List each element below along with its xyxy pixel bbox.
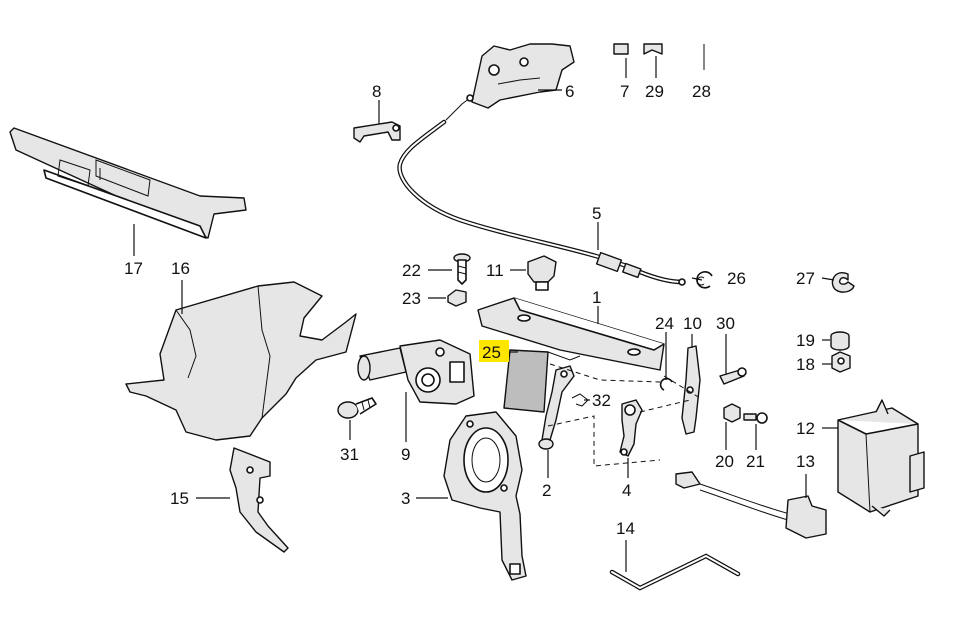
part-11-knob xyxy=(527,255,557,291)
label-23: 23 xyxy=(402,289,421,308)
part-20-nut xyxy=(723,403,741,423)
part-1-main-bracket xyxy=(477,297,665,371)
part-6-upper-mechanism xyxy=(471,43,575,109)
part-7-clip xyxy=(613,43,629,55)
label-22: 22 xyxy=(402,261,421,280)
label-5: 5 xyxy=(592,204,601,223)
label-6: 6 xyxy=(565,82,574,101)
label-32: 32 xyxy=(592,391,611,410)
part-13-harness xyxy=(675,471,827,539)
label-20: 20 xyxy=(715,452,734,471)
label-18: 18 xyxy=(796,355,815,374)
label-17: 17 xyxy=(124,259,143,278)
part-9-motor xyxy=(357,339,475,405)
part-31-screw xyxy=(337,397,377,419)
part-23-nut xyxy=(447,289,467,307)
part-14-crank xyxy=(609,553,741,591)
part-22-screw xyxy=(453,253,471,285)
label-19: 19 xyxy=(796,331,815,350)
part-10-arm xyxy=(681,345,701,435)
part-2-lever-shaft xyxy=(538,365,575,450)
part-19-bushing xyxy=(830,331,850,351)
label-10: 10 xyxy=(683,314,702,333)
part-24-ring xyxy=(659,377,673,391)
leader-lines xyxy=(133,56,838,572)
label-27: 27 xyxy=(796,269,815,288)
assembly-guide-lines xyxy=(547,363,701,467)
label-24: 24 xyxy=(655,314,674,333)
label-14: 14 xyxy=(616,519,635,538)
label-29: 29 xyxy=(645,82,664,101)
part-29-clip xyxy=(643,43,663,55)
part-16-lower-trim xyxy=(125,281,357,441)
label-1: 1 xyxy=(592,288,601,307)
part-21-screw xyxy=(743,412,768,424)
label-9: 9 xyxy=(401,445,410,464)
label-30: 30 xyxy=(716,314,735,333)
label-28: 28 xyxy=(692,82,711,101)
label-11: 11 xyxy=(486,261,504,280)
part-3-mounting-plate xyxy=(443,411,527,581)
label-15: 15 xyxy=(170,489,189,508)
label-2: 2 xyxy=(542,481,551,500)
part-5-cable xyxy=(397,94,686,286)
part-4-lever xyxy=(619,399,643,457)
part-8-lever xyxy=(353,121,401,143)
part-25-plate xyxy=(503,349,549,413)
label-31: 31 xyxy=(340,445,359,464)
label-26: 26 xyxy=(727,269,746,288)
label-21: 21 xyxy=(746,452,765,471)
label-7: 7 xyxy=(620,82,629,101)
part-15-bracket xyxy=(229,447,289,553)
part-labels: 8 6 7 29 28 17 16 5 22 23 11 26 27 1 24 … xyxy=(124,82,815,538)
part-26-ring xyxy=(696,271,713,289)
label-4: 4 xyxy=(622,481,631,500)
part-17-trim-panel xyxy=(9,127,247,239)
part-12-control-module xyxy=(837,399,925,517)
part-27-clip-ring xyxy=(831,272,855,293)
label-13: 13 xyxy=(796,452,815,471)
part-18-nut xyxy=(831,351,851,373)
part-30-screw xyxy=(719,367,747,385)
highlight-label-25 xyxy=(479,340,509,362)
label-25: 25 xyxy=(482,343,501,362)
label-8: 8 xyxy=(372,82,381,101)
label-12: 12 xyxy=(796,419,815,438)
label-16: 16 xyxy=(171,259,190,278)
label-3: 3 xyxy=(401,489,410,508)
